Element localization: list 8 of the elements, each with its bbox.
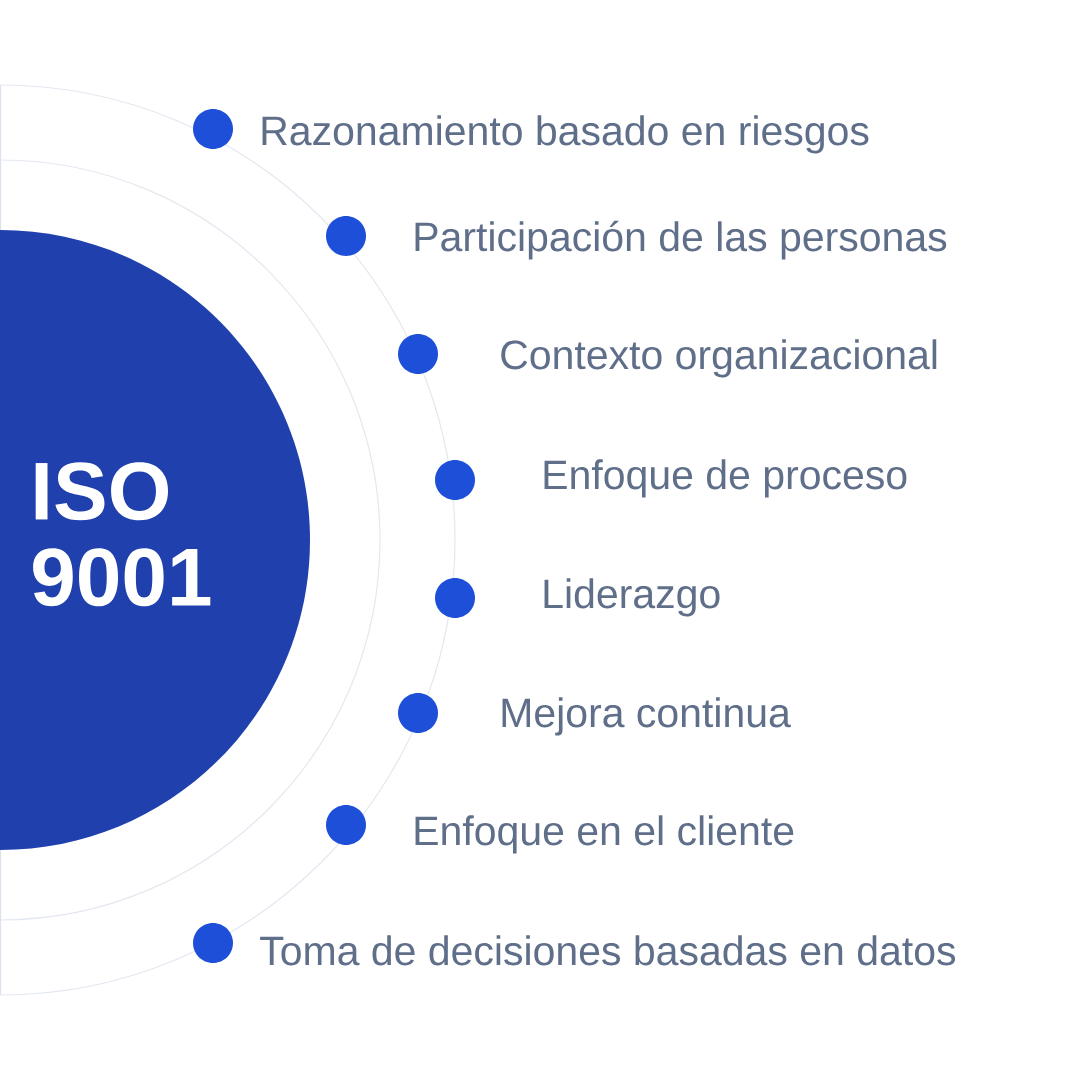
principle-label: Razonamiento basado en riesgos [262,115,869,154]
principle-label: Contexto organizacional [501,339,937,378]
principle-label: Enfoque de proceso [544,459,907,498]
principle-label: Liderazgo [544,578,720,617]
principle-label: Toma de decisiones basadas en datos [260,935,956,966]
principle-label: Mejora continua [502,697,791,736]
principle-label: Participación de las personas [415,220,947,260]
principle-label: Enfoque en el cliente [415,815,794,854]
